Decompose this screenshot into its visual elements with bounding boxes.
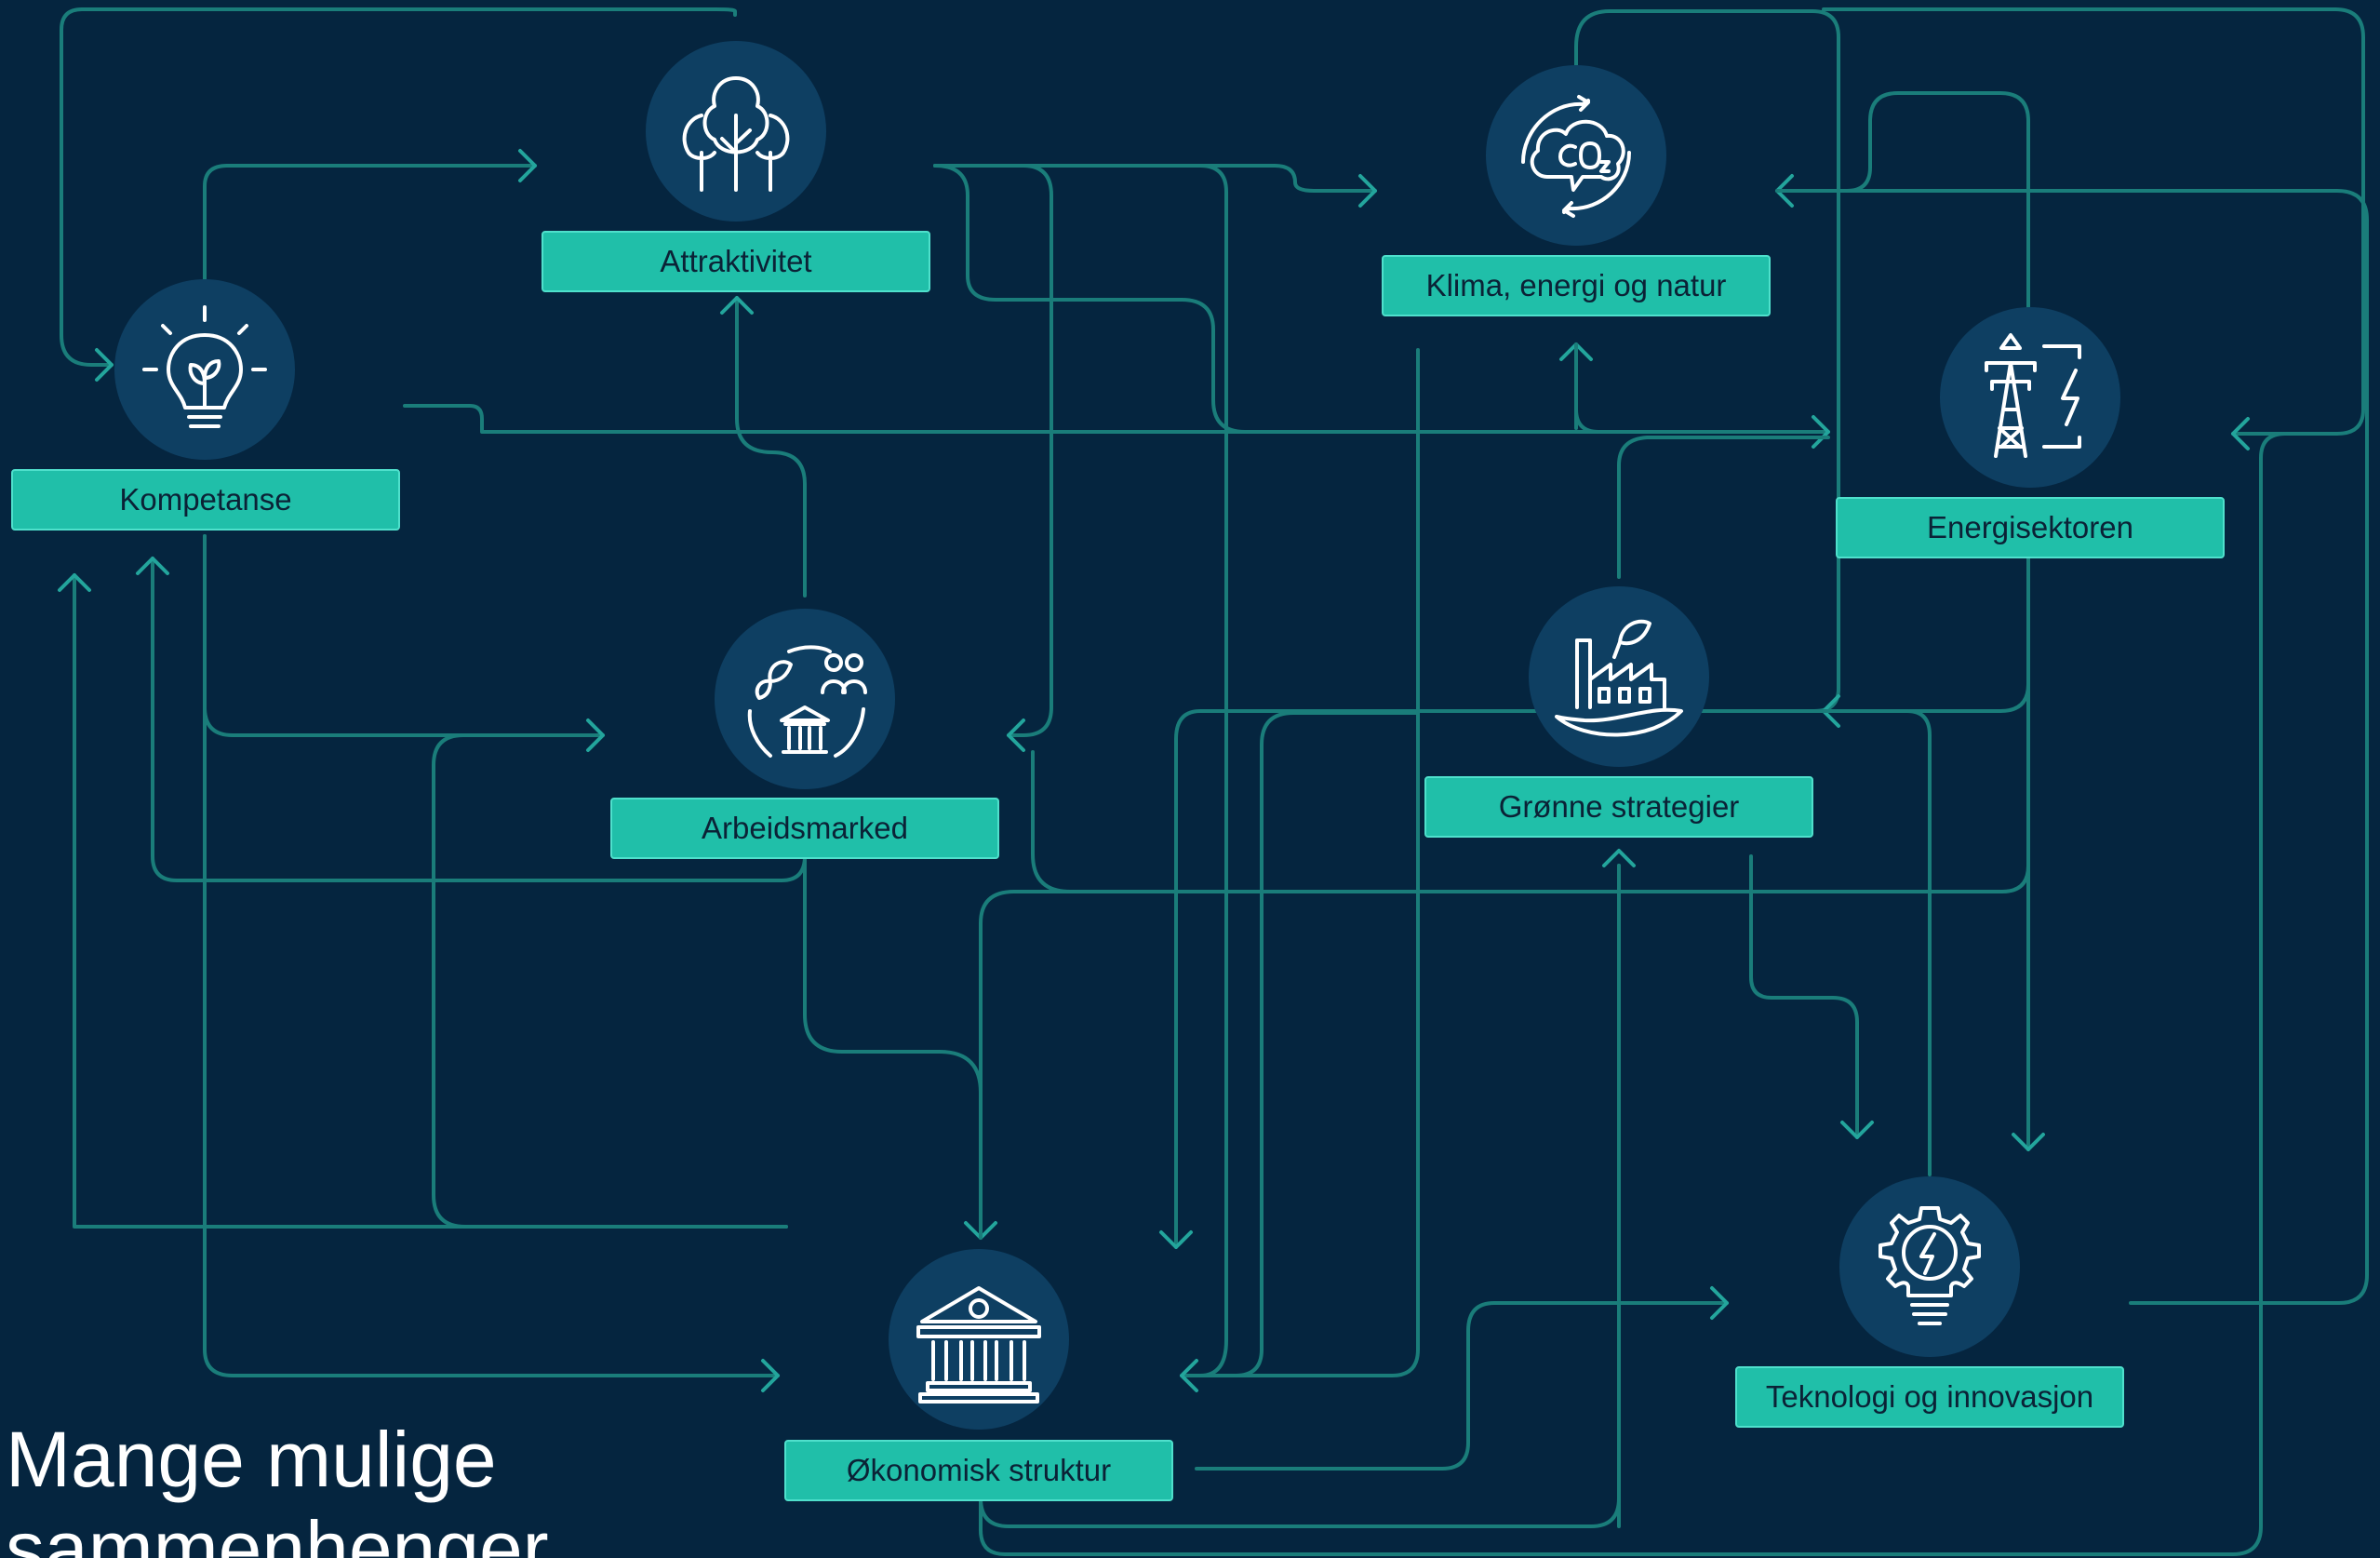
power-tower-icon xyxy=(1985,333,2081,458)
arrow-head xyxy=(586,719,605,752)
klima-icon-circle xyxy=(1486,65,1666,246)
arrow-head xyxy=(58,573,91,592)
arrow-head xyxy=(136,557,169,575)
arrow-head xyxy=(720,296,754,315)
connector-line xyxy=(1195,1301,1729,1471)
government-building-icon xyxy=(916,1286,1041,1404)
connector-line xyxy=(933,164,1377,193)
arrow-head xyxy=(1358,174,1377,208)
connector-line xyxy=(1749,854,1859,1139)
connector-line xyxy=(403,404,1830,434)
green-factory-icon xyxy=(1555,619,1683,737)
node-okonomisk[interactable]: Økonomisk struktur xyxy=(784,1440,1173,1501)
connector-line xyxy=(735,296,807,598)
connector-line xyxy=(803,854,983,1240)
connector-line xyxy=(203,534,780,1377)
connector-line xyxy=(1234,711,1420,1377)
connector-line xyxy=(203,534,605,737)
connector-line xyxy=(1617,436,1830,579)
arrow-head xyxy=(518,149,537,182)
connector-line xyxy=(979,432,2287,1556)
node-attraktivitet[interactable]: Attraktivitet xyxy=(542,231,930,292)
connector-line xyxy=(933,164,1247,434)
arrow-head xyxy=(1710,1286,1729,1320)
connector-line xyxy=(979,890,1420,1240)
teknologi-icon-circle xyxy=(1839,1176,2020,1357)
node-teknologi[interactable]: Teknologi og innovasjon xyxy=(1735,1366,2124,1428)
okonomisk-icon-circle xyxy=(889,1249,1069,1430)
connector-line xyxy=(1775,91,2030,309)
arrow-head xyxy=(2012,1133,2045,1151)
caption-line-2: sammenhenger xyxy=(6,1505,549,1558)
connector-line xyxy=(1822,7,2365,436)
arrow-head xyxy=(1180,1359,1198,1392)
lightbulb-plant-icon xyxy=(142,305,267,428)
connector-line xyxy=(1775,189,2369,1305)
connector-line xyxy=(979,864,1621,1528)
arrow-head xyxy=(2231,417,2250,450)
connector-line xyxy=(933,164,1228,1377)
connector-line xyxy=(60,7,737,367)
arrow-head xyxy=(1602,849,1636,867)
node-klima[interactable]: Klima, energi og natur xyxy=(1382,255,1771,316)
co2-cloud-icon xyxy=(1521,95,1631,218)
connector-line xyxy=(73,573,788,1229)
node-kompetanse[interactable]: Kompetanse xyxy=(11,469,400,531)
trees-icon xyxy=(682,76,790,192)
connector-line xyxy=(1198,348,1420,1377)
node-energisektoren[interactable]: Energisektoren xyxy=(1836,497,2225,558)
slide-caption: Mange mulige sammenhenger xyxy=(6,1415,750,1558)
connector-line xyxy=(933,164,1053,737)
arrow-head xyxy=(1840,1121,1874,1139)
energisektoren-icon-circle xyxy=(1940,307,2120,488)
node-arbeidsmarked[interactable]: Arbeidsmarked xyxy=(610,798,999,859)
gronne-icon-circle xyxy=(1529,586,1709,767)
arrow-head xyxy=(761,1359,780,1392)
arrow-head xyxy=(1007,719,1025,752)
connector-line xyxy=(1822,709,1932,1176)
gear-lightbulb-icon xyxy=(1879,1206,1981,1325)
arbeidsmarked-icon-circle xyxy=(715,609,895,789)
connector-line xyxy=(432,733,788,1229)
caption-line-1: Mange mulige xyxy=(6,1416,497,1503)
attraktivitet-icon-circle xyxy=(646,41,826,222)
arrow-head xyxy=(1812,415,1830,449)
node-gronne[interactable]: Grønne strategier xyxy=(1424,776,1813,838)
kompetanse-icon-circle xyxy=(114,279,295,460)
people-nature-institution-icon xyxy=(747,645,867,758)
connector-line xyxy=(1571,342,1600,434)
connector-line xyxy=(203,164,537,281)
arrow-head xyxy=(1159,1230,1193,1249)
connector-line xyxy=(1574,9,1840,713)
arrow-head xyxy=(95,348,114,382)
